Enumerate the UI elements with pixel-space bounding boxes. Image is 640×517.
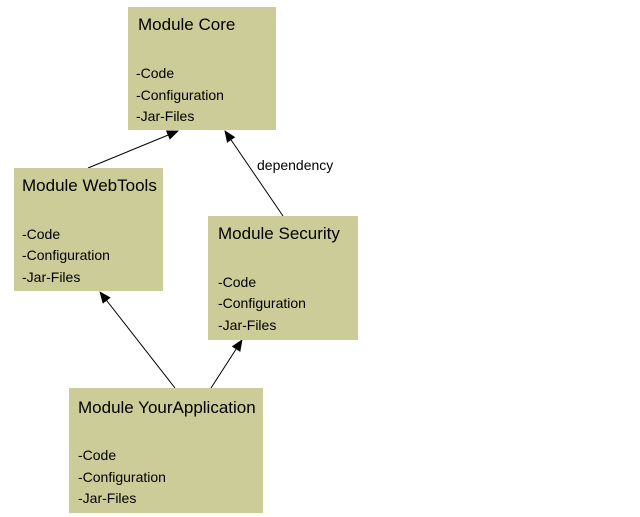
module-item: -Code — [78, 447, 117, 463]
module-title: Module Core — [138, 15, 236, 34]
module-title: Module YourApplication — [78, 398, 256, 417]
module-item: -Configuration — [22, 247, 110, 263]
module-webtools-box: Module WebTools -Code -Configuration -Ja… — [14, 168, 163, 291]
module-item: -Jar-Files — [22, 269, 81, 285]
arrow-app-to-webtools — [99, 291, 176, 389]
module-item: -Code — [218, 274, 257, 290]
module-item: -Jar-Files — [136, 108, 195, 124]
module-title: Module Security — [218, 224, 340, 243]
arrow-app-to-security — [210, 339, 243, 389]
module-item: -Code — [136, 65, 175, 81]
module-core-box: Module Core -Code -Configuration -Jar-Fi… — [128, 7, 276, 130]
module-yourapplication-box: Module YourApplication -Code -Configurat… — [69, 388, 263, 513]
arrow-webtools-to-core — [87, 130, 179, 169]
module-item: -Configuration — [136, 87, 224, 103]
module-security-box: Module Security -Code -Configuration -Ja… — [208, 216, 358, 340]
module-item: -Configuration — [218, 295, 306, 311]
dependency-label: dependency — [257, 157, 334, 173]
module-item: -Code — [22, 226, 61, 242]
module-item: -Configuration — [78, 469, 166, 485]
module-item: -Jar-Files — [78, 490, 137, 506]
module-item: -Jar-Files — [218, 317, 277, 333]
module-title: Module WebTools — [22, 176, 157, 195]
arrow-security-to-core — [224, 130, 284, 217]
